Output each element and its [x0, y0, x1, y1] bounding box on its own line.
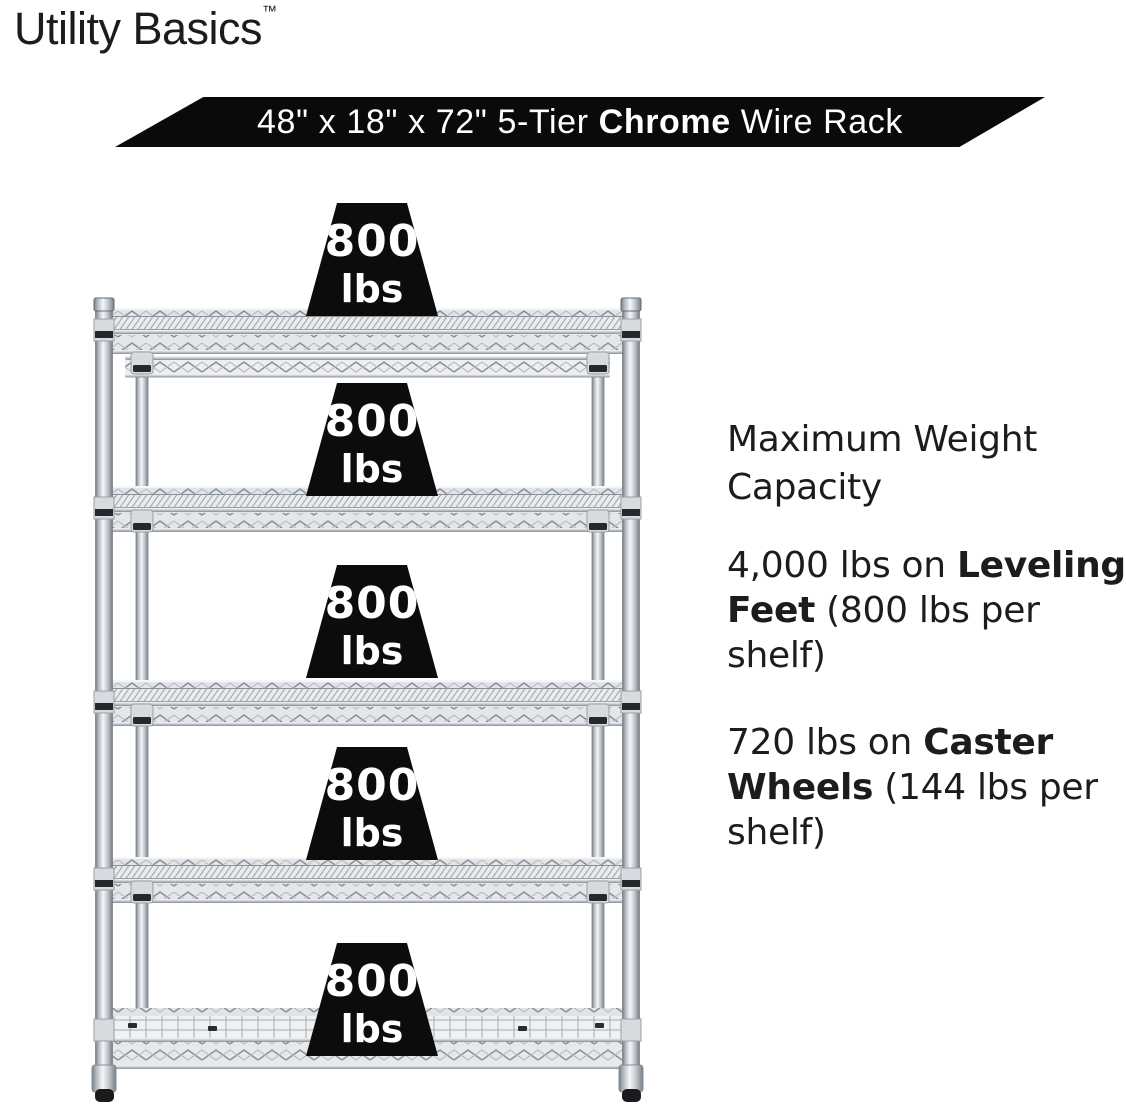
marker-weight-unit: lbs	[340, 447, 404, 491]
leveling-feet	[91, 1064, 644, 1102]
product-title-banner: 48" x 18" x 72" 5-Tier Chrome Wire Rack	[115, 97, 1045, 147]
info-column: Maximum Weight Capacity 4,000 lbs on Lev…	[727, 416, 1126, 855]
brand-logo: Utility Basics™	[14, 3, 278, 54]
shelf-tier-1	[98, 308, 637, 378]
shelf-tier-3	[98, 680, 637, 726]
marker-weight-unit: lbs	[340, 811, 404, 855]
marker-weight-unit: lbs	[340, 267, 404, 311]
trademark-symbol: ™	[262, 3, 278, 20]
caster-wheels-capacity: 720 lbs on Caster Wheels (144 lbs per sh…	[727, 722, 1098, 853]
marker-weight-value: 800	[324, 956, 420, 1007]
shelf-tier-4	[98, 857, 637, 903]
rack-front-posts	[91, 297, 644, 1102]
brand-name: Utility Basics	[14, 3, 263, 54]
post-sleeves	[93, 318, 642, 1042]
marker-weight-value: 800	[324, 760, 420, 811]
marker-weight-value: 800	[324, 216, 420, 267]
marker-weight-unit: lbs	[340, 629, 404, 673]
capacity-heading: Maximum Weight Capacity	[727, 419, 1038, 508]
leveling-feet-capacity: 4,000 lbs on Leveling Feet (800 lbs per …	[727, 545, 1126, 676]
product-title: 48" x 18" x 72" 5-Tier Chrome Wire Rack	[257, 103, 903, 141]
marker-weight-value: 800	[324, 578, 420, 629]
marker-weight-value: 800	[324, 396, 420, 447]
marker-weight-unit: lbs	[340, 1007, 404, 1051]
